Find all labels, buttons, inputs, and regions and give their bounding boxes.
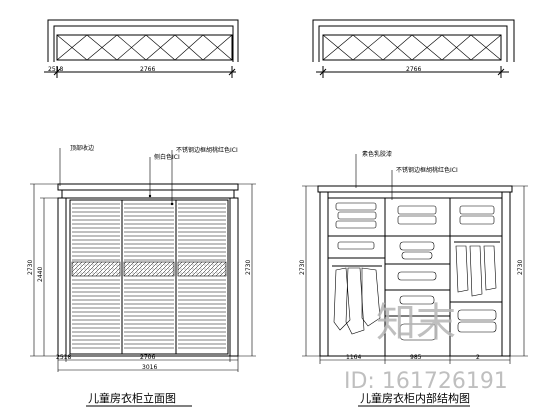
top-right-plan: 2766 [312, 19, 515, 78]
plan-dim-width: 2766 [140, 66, 155, 73]
left-dim-total: 2730 [27, 260, 34, 275]
bottom-dim-side: 2518 [56, 354, 71, 361]
top-left-plan: 2518 2766 [44, 19, 239, 78]
left-elevation: 顶部收边 侧白色ICI 不锈钢边框胡桃红色ICI 2730 2440 2730 … [27, 144, 256, 407]
watermark-brand: 知末 [376, 300, 456, 346]
right-dim-total: 2730 [245, 260, 252, 275]
watermark-id: ID: 161726191 [344, 369, 508, 394]
callout-side: 侧白色ICI [154, 153, 180, 161]
callout-top-trim: 顶部收边 [70, 144, 94, 152]
callout-paint: 素色乳胶漆 [362, 150, 392, 158]
callout-door-frame: 不锈钢边框胡桃红色ICI [176, 146, 238, 154]
plan-dim-left: 2518 [48, 66, 63, 73]
callout-door-frame: 不锈钢边框胡桃红色ICI [396, 166, 458, 174]
right-elevation-title: 儿童房衣柜内部结构图 [360, 391, 470, 405]
watermark: 知末 ID: 161726191 [344, 300, 508, 394]
left-dim-door: 2440 [37, 267, 44, 282]
left-dim-total: 2730 [299, 260, 306, 275]
plan-dim-width: 2766 [406, 66, 421, 73]
right-elevation: 素色乳胶漆 不锈钢边框胡桃红色ICI 2730 2730 1164 985 2 … [299, 150, 528, 407]
bottom-dim-right-bay: 2 [476, 354, 480, 361]
bottom-dim-middle-bay: 985 [410, 354, 422, 361]
bottom-dim-doors: 2706 [140, 354, 155, 361]
right-dim-total: 2730 [517, 260, 524, 275]
left-elevation-title: 儿童房衣柜立面图 [88, 391, 176, 405]
bottom-dim-total: 3016 [142, 364, 157, 371]
bottom-dim-left-bay: 1164 [346, 354, 361, 361]
